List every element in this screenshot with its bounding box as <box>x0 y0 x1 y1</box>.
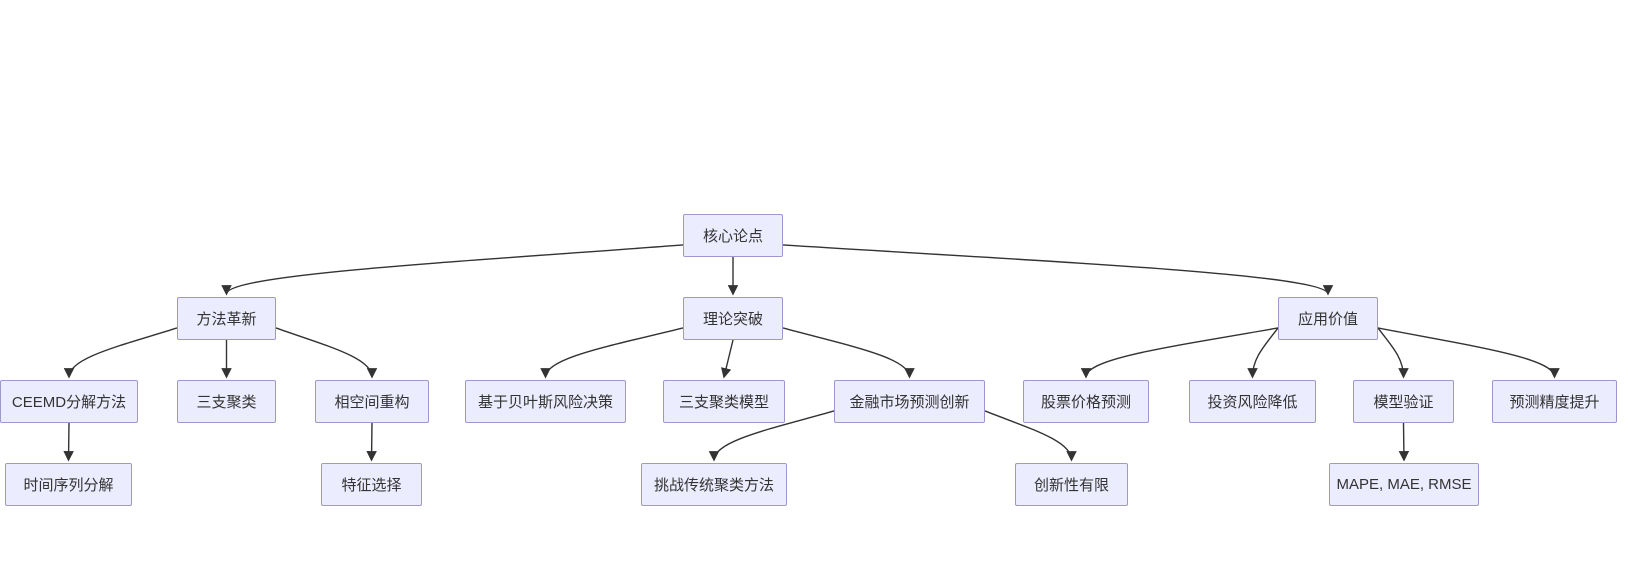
node-method: 方法革新 <box>177 297 276 340</box>
node-label: MAPE, MAE, RMSE <box>1336 476 1472 493</box>
edge-core-to-application <box>782 244 1334 296</box>
node-core: 核心论点 <box>683 214 783 257</box>
edge-validation-to-metrics <box>1398 422 1410 462</box>
node-label: 相空间重构 <box>334 394 410 411</box>
node-label: 股票价格预测 <box>1040 394 1131 411</box>
edge-ceemd-to-tsdecomp <box>63 422 74 462</box>
edge-finance-to-limited <box>984 410 1077 462</box>
node-theory: 理论突破 <box>683 297 783 340</box>
edge-phasespace-to-feature <box>366 422 377 462</box>
node-label: 创新性有限 <box>1033 477 1109 494</box>
node-label: 预测精度提升 <box>1509 394 1600 411</box>
node-phasespace: 相空间重构 <box>315 380 429 423</box>
edge-method-to-phasespace <box>275 327 378 379</box>
node-stock: 股票价格预测 <box>1023 380 1149 423</box>
edge-application-to-validation <box>1377 327 1409 379</box>
node-tsdecomp: 时间序列分解 <box>5 463 132 506</box>
edge-finance-to-challenge <box>708 410 835 462</box>
node-label: 三支聚类模型 <box>678 394 769 411</box>
node-label: 核心论点 <box>702 228 763 245</box>
edge-group <box>63 244 1560 462</box>
edge-application-to-accuracy <box>1377 327 1560 379</box>
node-metrics: MAPE, MAE, RMSE <box>1329 463 1479 506</box>
edge-application-to-stock <box>1080 327 1279 379</box>
node-threeway: 三支聚类 <box>177 380 276 423</box>
node-feature: 特征选择 <box>321 463 422 506</box>
edge-theory-to-finance <box>782 327 915 379</box>
node-bayes: 基于贝叶斯风险决策 <box>465 380 626 423</box>
node-accuracy: 预测精度提升 <box>1492 380 1617 423</box>
node-label: 时间序列分解 <box>23 477 114 494</box>
node-application: 应用价值 <box>1278 297 1378 340</box>
edge-core-to-method <box>221 244 684 296</box>
node-finance: 金融市场预测创新 <box>834 380 985 423</box>
edge-application-to-risk <box>1247 327 1279 379</box>
node-label: CEEMD分解方法 <box>11 394 127 411</box>
node-label: 方法革新 <box>196 311 257 328</box>
node-limited: 创新性有限 <box>1015 463 1128 506</box>
node-label: 理论突破 <box>702 311 763 328</box>
node-ceemd: CEEMD分解方法 <box>0 380 138 423</box>
node-label: 特征选择 <box>341 477 402 494</box>
node-validation: 模型验证 <box>1353 380 1454 423</box>
node-label: 投资风险降低 <box>1207 394 1298 411</box>
node-challenge: 挑战传统聚类方法 <box>641 463 787 506</box>
node-risk: 投资风险降低 <box>1189 380 1316 423</box>
node-label: 基于贝叶斯风险决策 <box>477 394 613 411</box>
node-twmodel: 三支聚类模型 <box>663 380 785 423</box>
edge-theory-to-twmodel <box>721 339 734 379</box>
node-label: 金融市场预测创新 <box>849 394 970 411</box>
edge-method-to-ceemd <box>63 327 178 379</box>
node-label: 挑战传统聚类方法 <box>653 477 774 494</box>
node-label: 应用价值 <box>1297 311 1358 328</box>
node-label: 三支聚类 <box>196 394 257 411</box>
node-label: 模型验证 <box>1373 394 1434 411</box>
edge-theory-to-bayes <box>540 327 684 379</box>
